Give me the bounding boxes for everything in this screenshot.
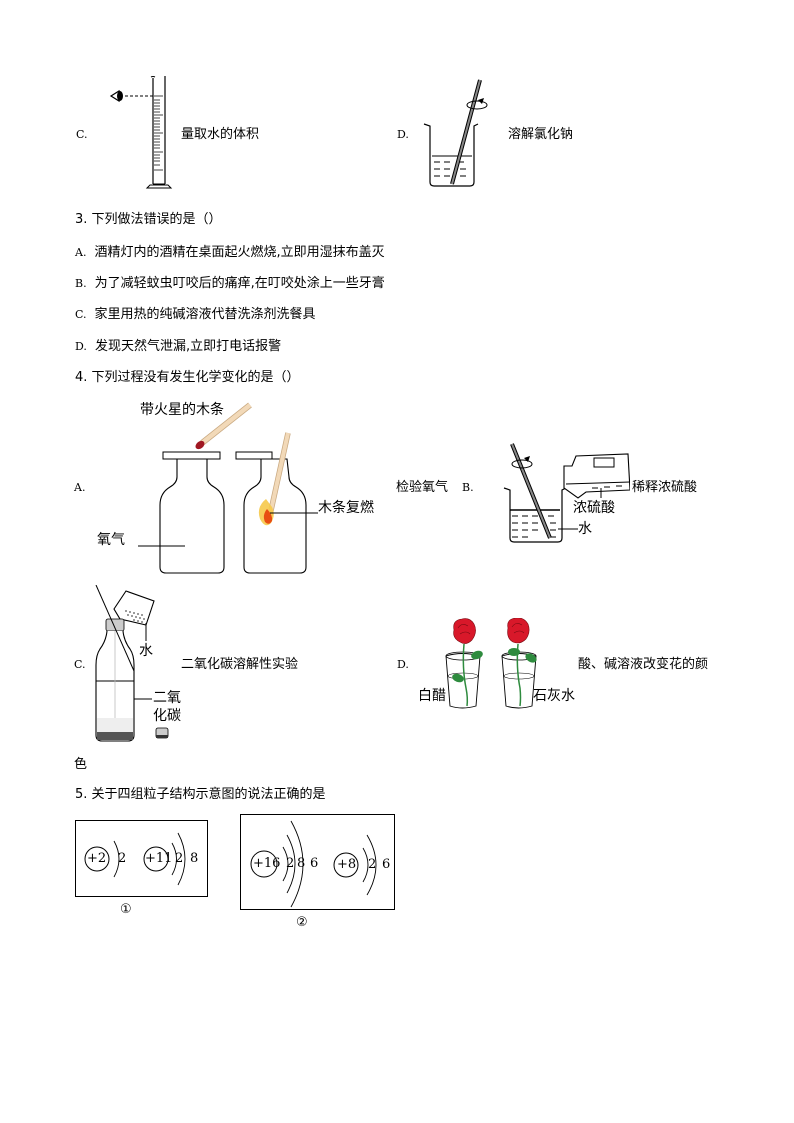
shell-electrons: 6 bbox=[382, 857, 391, 872]
q4-option-d-label: D. bbox=[397, 658, 409, 671]
oxygen-test-figure bbox=[90, 395, 390, 584]
particle-group-1: +2 2 +11 2 8 bbox=[75, 820, 208, 897]
shell-electrons: 8 bbox=[297, 856, 306, 871]
shell-electrons: 2 bbox=[368, 857, 377, 872]
nucleus-charge: +2 bbox=[87, 851, 107, 866]
graduated-cylinder-figure bbox=[105, 74, 185, 196]
co2-label-line1: 二氧 bbox=[153, 690, 181, 706]
dilute-acid-figure bbox=[500, 438, 631, 552]
q4-number: 4. bbox=[75, 370, 88, 385]
q4-option-c-label: C. bbox=[74, 658, 86, 671]
co2-water-label: 水 bbox=[139, 643, 153, 659]
group-2-marker: ② bbox=[296, 915, 308, 930]
group-1-marker: ① bbox=[120, 902, 132, 917]
shell-electrons: 2 bbox=[286, 856, 295, 871]
vinegar-label: 白醋 bbox=[418, 688, 446, 704]
q3-option-a[interactable]: A. 酒精灯内的酒精在桌面起火燃烧,立即用湿抹布盖灭 bbox=[75, 245, 385, 261]
rose-icon bbox=[453, 618, 476, 644]
q5-stem-text: 关于四组粒子结构示意图的说法正确的是 bbox=[91, 787, 326, 802]
option-text: 发现天然气泄漏,立即打电话报警 bbox=[94, 339, 282, 354]
shell-electrons: 8 bbox=[190, 851, 199, 866]
q4-stem: 4. 下列过程没有发生化学变化的是（） bbox=[75, 370, 300, 386]
q5-number: 5. bbox=[75, 787, 88, 802]
q4-option-a-caption: 检验氧气 bbox=[396, 480, 449, 495]
option-label: C. bbox=[75, 308, 87, 321]
conc-acid-label: 浓硫酸 bbox=[573, 500, 615, 516]
q3-option-b[interactable]: B. 为了减轻蚊虫叮咬后的痛痒,在叮咬处涂上一些牙膏 bbox=[75, 276, 385, 292]
q3-option-d[interactable]: D. 发现天然气泄漏,立即打电话报警 bbox=[75, 339, 281, 355]
q4-option-d-caption-wrap: 色 bbox=[74, 757, 88, 772]
q5-stem: 5. 关于四组粒子结构示意图的说法正确的是 bbox=[75, 787, 326, 803]
q4-option-b-label: B. bbox=[462, 481, 474, 494]
nucleus-charge: +8 bbox=[337, 857, 357, 872]
rose-icon bbox=[507, 617, 530, 644]
relight-label: 木条复燃 bbox=[318, 500, 374, 516]
shell-electrons: 6 bbox=[310, 856, 319, 871]
nucleus-charge: +16 bbox=[253, 856, 281, 871]
q2-option-d-caption: 溶解氯化钠 bbox=[508, 127, 574, 142]
option-text: 家里用热的纯碱溶液代替洗涤剂洗餐具 bbox=[94, 307, 316, 322]
option-label: B. bbox=[75, 277, 87, 290]
q3-option-c[interactable]: C. 家里用热的纯碱溶液代替洗涤剂洗餐具 bbox=[75, 307, 316, 323]
q4-option-a-label: A. bbox=[74, 481, 86, 494]
beaker-stirring-figure bbox=[420, 78, 490, 194]
roses-figure bbox=[440, 617, 550, 717]
q3-stem: 3. 下列做法错误的是（） bbox=[75, 212, 222, 228]
shell-electrons: 2 bbox=[118, 851, 127, 866]
shell-electrons: 2 bbox=[175, 851, 184, 866]
q3-number: 3. bbox=[75, 212, 88, 227]
q4-stem-text: 下列过程没有发生化学变化的是（） bbox=[91, 370, 300, 385]
water-label: 水 bbox=[578, 521, 592, 537]
splint-label: 带火星的木条 bbox=[140, 402, 224, 418]
co2-label-line2: 化碳 bbox=[153, 708, 181, 724]
q4-option-b-caption: 稀释浓硫酸 bbox=[632, 480, 698, 495]
option-text: 酒精灯内的酒精在桌面起火燃烧,立即用湿抹布盖灭 bbox=[94, 245, 385, 260]
particle-group-2: +16 2 8 6 +8 2 6 bbox=[240, 814, 395, 910]
q3-stem-text: 下列做法错误的是（） bbox=[91, 212, 222, 227]
q2-option-c-label: C. bbox=[76, 128, 88, 141]
limewater-label: 石灰水 bbox=[533, 688, 575, 704]
oxygen-label: 氧气 bbox=[97, 532, 125, 548]
q2-option-c-caption: 量取水的体积 bbox=[181, 127, 260, 142]
q4-option-c-caption: 二氧化碳溶解性实验 bbox=[181, 657, 299, 672]
q4-option-d-caption: 酸、碱溶液改变花的颜 bbox=[578, 657, 709, 672]
option-text: 为了减轻蚊虫叮咬后的痛痒,在叮咬处涂上一些牙膏 bbox=[94, 276, 385, 291]
nucleus-charge: +11 bbox=[145, 851, 173, 866]
co2-bottle-figure bbox=[92, 584, 182, 749]
eye-icon bbox=[109, 89, 123, 103]
option-label: D. bbox=[75, 340, 87, 353]
option-label: A. bbox=[75, 246, 87, 259]
q2-option-d-label: D. bbox=[397, 128, 409, 141]
